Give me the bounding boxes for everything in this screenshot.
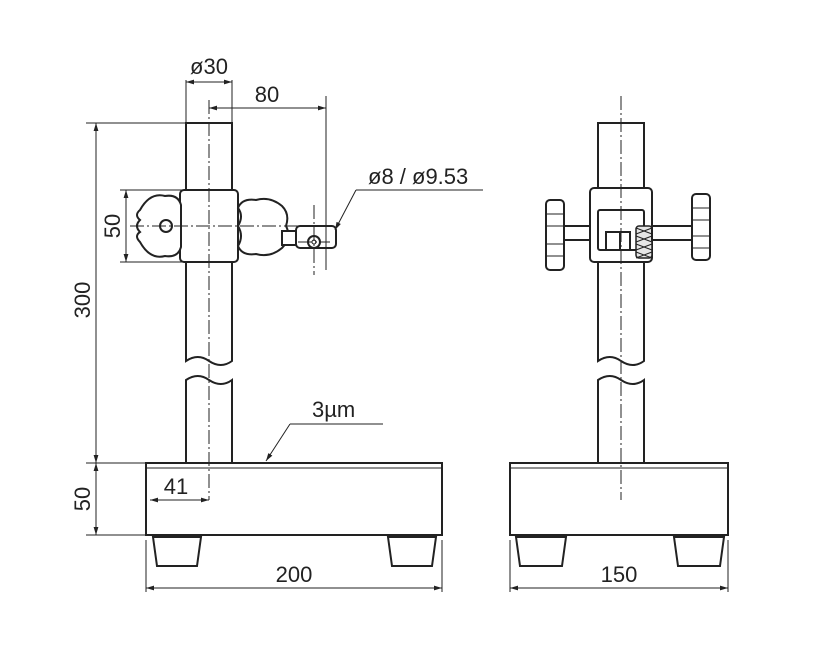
dim-flatness: 3µm: [312, 397, 355, 422]
dim-clamp-height: 50: [100, 214, 125, 238]
front-foot-left: [151, 536, 203, 567]
dim-column-offset: 41: [164, 474, 188, 499]
dim-column-height: 300: [70, 282, 95, 319]
front-view: ø30 80 ø8 / ø9.53 50 300 50 41 200: [70, 54, 483, 592]
side-foot-right: [672, 536, 726, 567]
side-base: [509, 462, 729, 536]
dim-column-diameter: ø30: [190, 54, 228, 79]
dim-base-height: 50: [70, 487, 95, 511]
dim-base-depth: 150: [601, 562, 638, 587]
dim-base-width: 200: [276, 562, 313, 587]
dim-arm-reach: 80: [255, 82, 279, 107]
side-left-knob: [545, 199, 565, 271]
front-right-knob: [236, 197, 290, 257]
side-foot-left: [514, 536, 568, 567]
front-base: [145, 462, 443, 536]
dim-stem-hole: ø8 / ø9.53: [368, 164, 468, 189]
front-foot-right: [386, 536, 438, 567]
side-view: 150: [509, 96, 729, 592]
side-column-lower: [597, 375, 645, 464]
side-right-knob: [691, 193, 711, 261]
